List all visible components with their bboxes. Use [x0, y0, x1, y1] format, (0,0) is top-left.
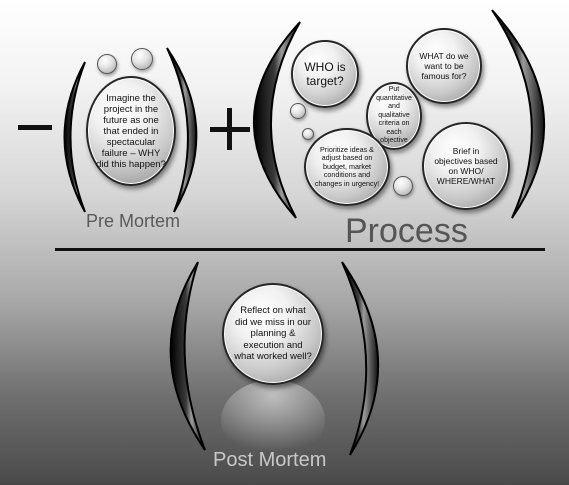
process-criteria-text: Put quantitative and qualitative criteri…: [376, 86, 412, 145]
process-left-paren: [253, 21, 301, 219]
plus-operator: [210, 108, 250, 150]
post-mortem-caption: Post Mortem: [213, 449, 327, 471]
post-mortem-reflection: [221, 380, 325, 460]
post-mortem-text: Reflect on what did we miss in our plann…: [234, 305, 312, 363]
process-bubble-brief: Brief in objectives based on WHO/ WHERE/…: [422, 122, 510, 210]
process-dot-3: [393, 176, 413, 196]
pre-mortem-caption: Pre Mortem: [86, 211, 181, 231]
pre-mortem-bubble: Imagine the project in the future as one…: [86, 76, 176, 186]
process-dot-2: [302, 128, 314, 140]
pre-mortem-text: Imagine the project in the future as one…: [96, 92, 166, 170]
process-right-paren: [491, 9, 546, 219]
pre-mortem-left-paren: [63, 61, 86, 213]
process-bubble-who: WHO is target?: [291, 40, 359, 108]
post-mortem-bubble: Reflect on what did we miss in our plann…: [222, 283, 324, 385]
process-what-text: WHAT do we want to be famous for?: [419, 51, 469, 81]
pre-mortem-right-paren: [166, 47, 198, 213]
minus-operator: [18, 125, 52, 130]
process-bubble-prioritize: Prioritize ideas & adjust based on budge…: [304, 128, 390, 206]
process-who-text: WHO is target?: [304, 60, 346, 88]
pre-mortem-dot-1: [97, 54, 117, 74]
divider-line: [55, 248, 545, 251]
process-prioritize-text: Prioritize ideas & adjust based on budge…: [314, 144, 380, 188]
post-mortem-right-paren: [341, 261, 380, 456]
process-brief-text: Brief in objectives based on WHO/ WHERE/…: [434, 146, 498, 186]
process-dot-1: [290, 103, 306, 119]
pre-mortem-dot-2: [131, 48, 153, 70]
process-bubble-what: WHAT do we want to be famous for?: [406, 28, 482, 104]
post-mortem-left-paren: [169, 261, 206, 451]
process-bubble-criteria: Put quantitative and qualitative criteri…: [366, 82, 422, 150]
process-title: Process: [345, 212, 468, 250]
